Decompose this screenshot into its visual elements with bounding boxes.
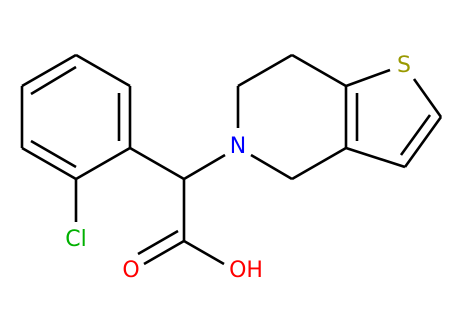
bond-s-c7a	[345, 68, 391, 88]
bond-c3-c2	[403, 116, 443, 168]
chlorine-atom-label: Cl	[65, 227, 86, 252]
nitrogen-atom-label: N	[230, 134, 246, 159]
bond-c-o-double-1	[143, 239, 185, 266]
carbonyl-oxygen-label: O	[122, 258, 139, 283]
bond-alpha-n	[183, 153, 226, 181]
bond-n-c4	[250, 153, 293, 181]
bond-benzene-2	[75, 53, 131, 88]
bond-c6-c7a	[291, 53, 347, 88]
bond-benzene-5	[21, 146, 77, 181]
bond-benzene-5-inner	[30, 139, 77, 169]
bond-c3-c2-inner	[399, 114, 432, 156]
bond-c2-s	[412, 78, 443, 118]
bond-benzene-1-inner	[30, 65, 77, 96]
hydroxyl-label: OH	[229, 258, 263, 283]
bond-benzene-1	[21, 53, 77, 88]
bond-aryl-alpha	[129, 146, 185, 181]
bond-c4-c3a	[291, 146, 347, 181]
bond-c-oh	[183, 239, 225, 266]
bond-c-o-double-2	[137, 229, 179, 256]
bond-c3a-c3	[345, 146, 406, 169]
sulfur-atom-label: S	[397, 53, 411, 78]
bond-c7-c6	[237, 53, 293, 88]
bond-benzene-4	[75, 146, 131, 181]
